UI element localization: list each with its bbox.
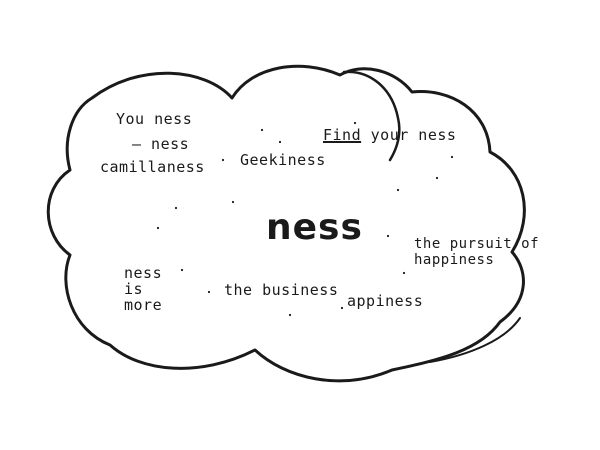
word-dash-ness: — ness — [132, 135, 190, 153]
word-ness-is-more: ness is more — [124, 265, 162, 313]
ness-is-more-line-2: is — [124, 280, 144, 298]
ness-is-more-line-1: ness — [124, 264, 163, 282]
word-pursuit-of-happiness: the pursuit of happiness — [414, 236, 539, 268]
speckle-dots — [156, 121, 454, 317]
word-geekiness: Geekiness — [240, 151, 326, 169]
word-appiness: appiness — [347, 292, 424, 310]
word-find: Find — [323, 126, 362, 144]
word-camillaness: camillaness — [100, 158, 205, 176]
pursuit-line-1: the pursuit of — [414, 236, 540, 252]
center-word-ness: ness — [266, 207, 363, 248]
word-youness: You ness — [116, 110, 193, 128]
word-your-ness: your ness — [361, 126, 457, 144]
word-the-business: the business — [224, 281, 339, 299]
pursuit-line-2: happiness — [414, 252, 495, 268]
word-find-your-ness: Find your ness — [323, 128, 456, 143]
ness-is-more-line-3: more — [124, 296, 163, 314]
